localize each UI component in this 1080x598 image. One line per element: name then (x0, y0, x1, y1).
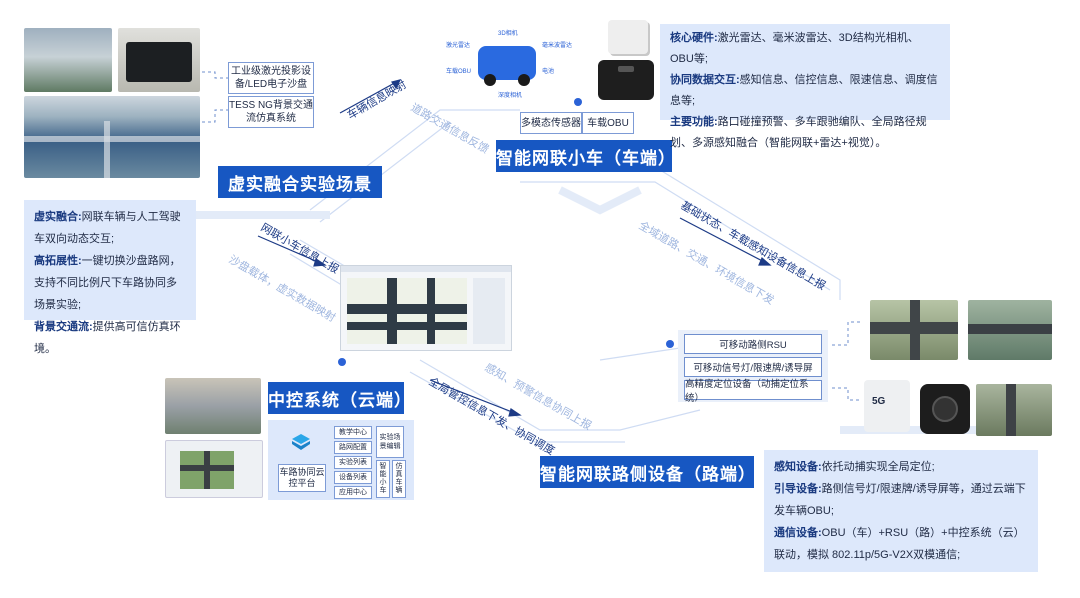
roadside-photo-1 (870, 300, 958, 360)
roadside-box-panel: 可移动路侧RSU 可移动信号灯/限速牌/诱导屏 高精度定位设备（动捕定位系统） (678, 330, 828, 404)
tess-simulation-box: TESS NG背景交通流仿真系统 (228, 96, 314, 128)
vehicle-info-item: 核心硬件:激光雷达、毫米波雷达、3D结构光相机、OBU等; (670, 32, 919, 65)
connector-dot (666, 340, 674, 348)
vehicle-title: 智能网联小车（车端） (496, 140, 675, 172)
control-platform-panel: 车路协同云控平台 教学中心 路网配置 实验列表 设备列表 应用中心 实验场景编辑… (268, 420, 414, 500)
vehicle-info-panel: 核心硬件:激光雷达、毫米波雷达、3D结构光相机、OBU等; 协同数据交互:感知信… (660, 24, 950, 149)
roadside-photo-3 (976, 384, 1052, 436)
sim-vehicle-box: 仿真车辆 (392, 460, 406, 498)
scenario-title: 虚实融合实验场景 (218, 166, 382, 198)
positioning-box: 高精度定位设备（动捕定位系统） (684, 379, 822, 404)
vehicle-label: 激光雷达 (446, 43, 471, 49)
rsu-box: 可移动路侧RSU (684, 334, 822, 354)
roadside-title: 智能网联路侧设备（路端） (540, 456, 755, 488)
menu-item: 应用中心 (334, 486, 372, 499)
vehicle-label: 车载OBU (446, 69, 472, 75)
roadside-info-item: 通信设备:OBU（车）+RSU（路）+中控系统（云）联动，模拟 802.11p/… (774, 527, 1025, 561)
vehicle-label: 3D相机 (498, 31, 518, 37)
control-ui-photo (165, 440, 263, 498)
vehicle-obu-box: 车载OBU (582, 112, 634, 134)
connector-dot (338, 358, 346, 366)
vehicle-label: 深度相机 (498, 93, 523, 99)
roadside-info-item: 感知设备:依托动捕实现全局定位; (774, 461, 935, 473)
menu-item: 路网配置 (334, 441, 372, 454)
cloud-platform-icon (290, 432, 312, 452)
roadside-photo-2 (968, 300, 1052, 360)
smart-car-box: 智能小车 (376, 460, 390, 498)
menu-item: 教学中心 (334, 426, 372, 439)
roadside-info-item: 引导设备:路侧信号灯/限速牌/诱导屏等，通过云端下发车辆OBU; (774, 483, 1026, 517)
multimodal-sensor-box: 多模态传感器 (520, 112, 582, 134)
cloud-platform-box: 车路协同云控平台 (278, 464, 326, 492)
control-room-photo (165, 378, 261, 434)
lidar-device-image (608, 20, 648, 54)
signal-box: 可移动信号灯/限速牌/诱导屏 (684, 357, 822, 377)
control-software-screenshot (340, 265, 512, 351)
projection-device-box: 工业级激光投影设备/LED电子沙盘 (228, 62, 314, 94)
scenario-info-panel: 虚实融合:网联车辆与人工驾驶车双向动态交互; 高拓展性:一键切换沙盘路网，支持不… (24, 200, 196, 355)
vehicle-info-item: 主要功能:路口碰撞预警、多车跟驰编队、全局路径规划、多源感知融合（智能网联+雷达… (670, 116, 927, 149)
roadside-info-panel: 感知设备:依托动捕实现全局定位; 引导设备:路侧信号灯/限速牌/诱导屏等，通过云… (764, 450, 1038, 572)
sandbox-photo-main (24, 96, 200, 178)
camera-device-image (920, 384, 970, 434)
obu-device-image (598, 60, 654, 100)
scenario-info-item: 背景交通流:提供高可信仿真环境。 (34, 321, 181, 355)
vehicle-label: 毫米波雷达 (542, 43, 573, 49)
scenario-info-item: 高拓展性:一键切换沙盘路网，支持不同比例尺下车路协同多场景实验; (34, 255, 181, 311)
menu-item: 实验列表 (334, 456, 372, 469)
rsu-5g-device-image: 5G (864, 380, 910, 432)
sandbox-photo-top (24, 28, 112, 92)
control-title: 中控系统（云端） (268, 382, 411, 414)
menu-item: 设备列表 (334, 471, 372, 484)
scene-edit-box: 实验场景编辑 (376, 426, 404, 458)
vehicle-label: 电池 (542, 69, 555, 75)
vehicle-info-item: 协同数据交互:感知信息、信控信息、限速信息、调度信息等; (670, 74, 938, 107)
vehicle-diagram: 激光雷达 毫米波雷达 3D相机 车载OBU 电池 深度相机 (438, 26, 578, 100)
projector-photo (118, 28, 200, 92)
scenario-info-item: 虚实融合:网联车辆与人工驾驶车双向动态交互; (34, 211, 181, 245)
connector-dot (574, 98, 582, 106)
